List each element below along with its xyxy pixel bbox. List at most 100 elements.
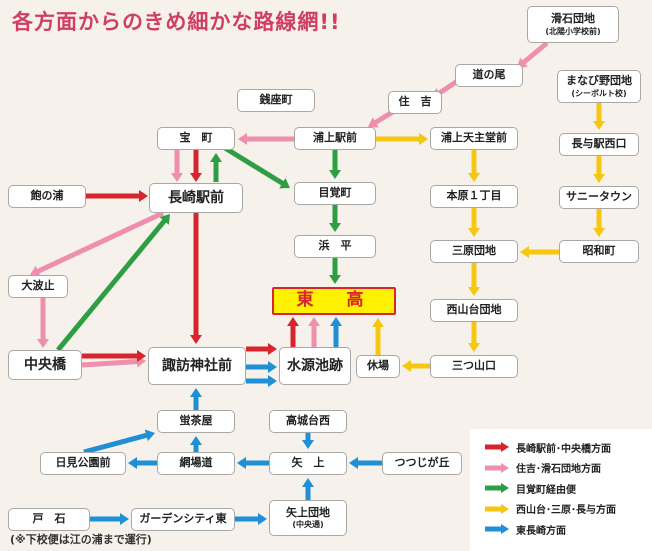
stop-chuobashi-label: 中央橋 (24, 356, 66, 373)
route-arrow-blue (83, 429, 155, 455)
legend-item: 東長崎方面 (484, 519, 646, 540)
route-arrow-green (329, 150, 341, 179)
legend-label: 東長崎方面 (516, 525, 566, 537)
stop-nagayo-nishi: 長与駅西口 (559, 133, 639, 156)
route-arrow-shaft (81, 359, 139, 368)
route-arrow-shaft (36, 210, 165, 274)
legend-label: 目覚町経由便 (516, 484, 576, 496)
stop-garden-city-label: ガーデンシティ東 (139, 512, 227, 526)
route-arrow-shaft (521, 41, 549, 65)
route-arrow-head (593, 228, 605, 237)
stop-toishi: 戸 石 (8, 508, 90, 531)
stop-takaramachi-label: 宝 町 (179, 131, 213, 145)
route-arrow-pink (308, 317, 320, 347)
stop-tsutsujigaoka-label: つつじが丘 (394, 456, 450, 470)
stop-himi-label: 日見公園前 (55, 456, 111, 470)
stop-zenzamachi: 銭座町 (237, 89, 315, 112)
route-arrow-yellow (402, 360, 430, 372)
route-arrow-pink (37, 298, 49, 348)
stop-sumiyoshi: 住 吉 (388, 91, 442, 114)
route-arrow-head (468, 228, 480, 237)
legend-item: 住吉･滑石団地方面 (484, 458, 646, 479)
stop-himi: 日見公園前 (40, 452, 126, 475)
stop-garden-city: ガーデンシティ東 (131, 508, 235, 531)
route-arrow-yellow (468, 150, 480, 182)
route-arrow-head (139, 190, 148, 202)
route-arrow-head (210, 153, 222, 162)
route-arrow-shaft (223, 145, 285, 186)
route-arrow-head (37, 339, 49, 348)
stop-nagayo-nishi-label: 長与駅西口 (571, 137, 627, 151)
route-arrow-pink (238, 133, 294, 145)
stop-urakami-label: 浦上駅前 (313, 131, 357, 145)
route-arrow-blue (190, 388, 202, 410)
route-arrow-head (329, 223, 341, 232)
route-arrow-red (287, 317, 299, 347)
stop-urakami-tenshudo: 浦上天主堂前 (430, 127, 518, 150)
route-arrow-yellow (468, 208, 480, 237)
stop-chuobashi: 中央橋 (8, 350, 82, 380)
route-arrow-yellow (372, 318, 384, 355)
route-arrow-head (330, 317, 342, 326)
route-arrow-green (223, 145, 290, 189)
route-arrow-head (190, 436, 202, 445)
stop-amibado-label: 網場道 (179, 456, 213, 470)
route-arrow-head (190, 173, 202, 182)
route-arrow-blue (246, 361, 277, 373)
stop-nameishi: 滑石団地 (北陽小学校前) (527, 6, 619, 43)
stop-suigen-label: 水源池跡 (287, 357, 343, 374)
route-arrow-head (468, 287, 480, 296)
stop-sunny-town-label: サニータウン (566, 190, 632, 204)
route-arrow-head (308, 317, 320, 326)
route-arrow-head (468, 343, 480, 352)
stop-hotaruchaya: 蛍茶屋 (157, 410, 235, 433)
legend-arrow-icon (485, 524, 509, 535)
legend-item: 目覚町経由便 (484, 478, 646, 499)
route-arrow-head (190, 335, 202, 344)
route-arrow-head (302, 478, 314, 487)
route-arrow-head (238, 133, 247, 145)
stop-tokou-label: 東 高 (296, 290, 372, 311)
stop-nagasaki-eki-label: 長崎駅前 (168, 189, 224, 206)
route-arrow-head (190, 388, 202, 397)
route-arrow-pink (30, 210, 165, 277)
stop-nishiyamadai-label: 西山台団地 (446, 303, 502, 317)
stop-akunoura: 飽の浦 (8, 185, 86, 208)
stop-mihara-label: 三原団地 (452, 244, 496, 258)
stop-showamachi-label: 昭和町 (582, 244, 616, 258)
stop-nishiyamadai: 西山台団地 (430, 299, 518, 322)
route-arrow-shaft (56, 218, 167, 352)
stop-ohato-label: 大波止 (21, 279, 55, 293)
legend: 長崎駅前･中央橋方面 住吉･滑石団地方面 目覚町経由便 西山台･三原･長与方面 … (470, 429, 652, 551)
route-arrow-head (349, 457, 358, 469)
stop-mitsuyamaguchi-label: 三つ山口 (452, 359, 496, 373)
route-arrow-yellow (468, 322, 480, 352)
stop-yagami-danchi-label: 矢上団地 (286, 505, 330, 519)
footnote: (※下校便は江の浦まで運行) (10, 533, 152, 546)
route-arrow-head (30, 265, 41, 277)
route-arrow-blue (302, 433, 314, 449)
legend-arrow-icon (485, 462, 509, 473)
legend-label: 西山台･三原･長与方面 (516, 505, 616, 517)
stop-tokou: 東 高 (272, 287, 396, 315)
stop-manabino: まなび野団地 (シーボルト校) (557, 70, 641, 103)
stop-showamachi: 昭和町 (559, 240, 639, 263)
route-arrow-yellow (468, 263, 480, 296)
route-arrow-head (237, 457, 246, 469)
stop-mezamemachi-label: 目覚町 (318, 186, 352, 200)
route-arrow-shaft (83, 432, 148, 455)
legend-item: 西山台･三原･長与方面 (484, 499, 646, 520)
route-arrow-blue (128, 457, 157, 469)
stop-takaramachi: 宝 町 (157, 127, 235, 150)
legend-arrow-icon (485, 503, 509, 514)
stop-kyujo: 休場 (356, 355, 400, 378)
stop-sumiyoshi-label: 住 吉 (398, 95, 432, 109)
stop-mezamemachi: 目覚町 (294, 182, 376, 205)
stop-nameishi-sub: (北陽小学校前) (545, 26, 601, 36)
stop-takashirodai-label: 高城台西 (286, 414, 330, 428)
route-arrow-head (419, 133, 428, 145)
stop-toishi-label: 戸 石 (32, 512, 66, 526)
route-arrow-blue (190, 436, 202, 452)
route-arrow-head (593, 121, 605, 130)
